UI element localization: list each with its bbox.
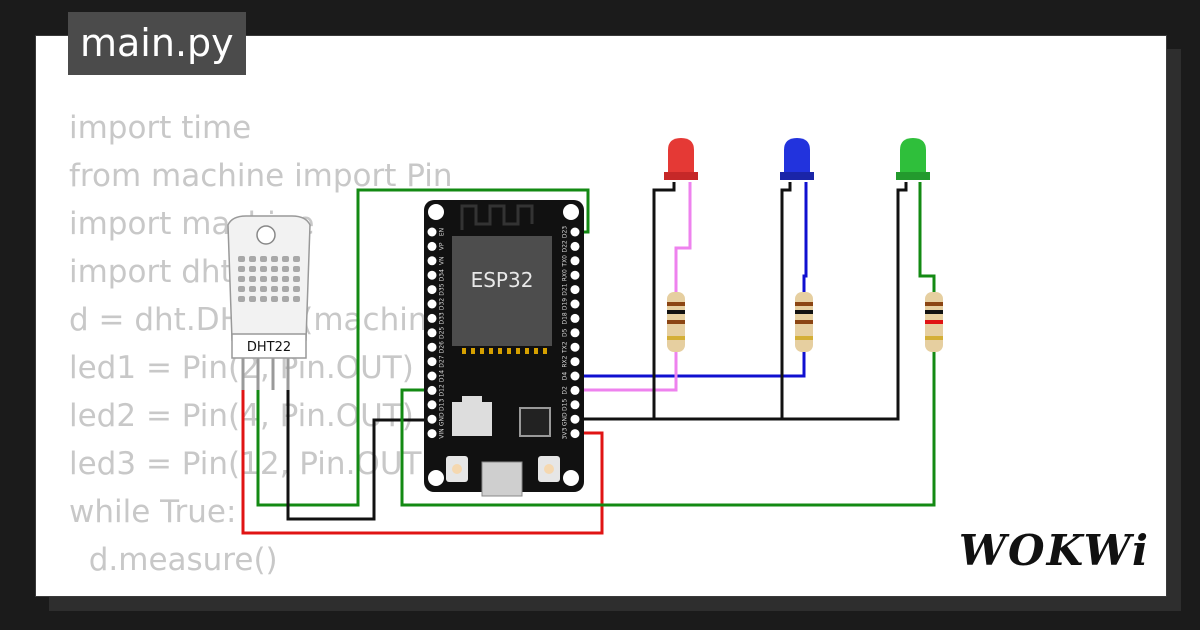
pin-label: D22 bbox=[562, 240, 569, 252]
pin-hole[interactable] bbox=[570, 385, 580, 395]
code-line: led1 = Pin(2, Pin.OUT) bbox=[69, 350, 414, 386]
dht22-sensor[interactable]: DHT22 bbox=[227, 215, 311, 390]
wire-pink-led-resistor bbox=[674, 182, 692, 292]
pin-label: D14 bbox=[439, 370, 446, 382]
pin-label: D4 bbox=[562, 372, 569, 381]
code-line: led2 = Pin(4, Pin.OUT) bbox=[69, 398, 414, 434]
pin-label: D32 bbox=[439, 298, 446, 310]
pin-hole[interactable] bbox=[570, 400, 580, 410]
pin-label: D21 bbox=[562, 283, 569, 295]
pin-hole[interactable] bbox=[427, 328, 437, 338]
pin-hole[interactable] bbox=[427, 270, 437, 280]
pin-label: VN bbox=[439, 257, 446, 266]
pin-hole[interactable] bbox=[570, 414, 580, 424]
pin-hole[interactable] bbox=[427, 299, 437, 309]
pin-hole[interactable] bbox=[427, 313, 437, 323]
dht22-label: DHT22 bbox=[247, 340, 291, 355]
pin-hole[interactable] bbox=[427, 385, 437, 395]
resistor-3[interactable] bbox=[925, 292, 943, 352]
pin-label: D15 bbox=[562, 398, 569, 410]
pin-label: D13 bbox=[439, 398, 446, 410]
wokwi-logo: WOKWi bbox=[958, 526, 1150, 575]
wire-black-sensor-gnd bbox=[286, 388, 432, 521]
wire-pink-d2 bbox=[575, 352, 678, 392]
pin-hole[interactable] bbox=[570, 227, 580, 237]
pin-label: D34 bbox=[439, 269, 446, 281]
file-title: main.py bbox=[68, 12, 246, 75]
pin-hole[interactable] bbox=[427, 227, 437, 237]
pin-label: GND bbox=[439, 412, 446, 426]
pin-label: D23 bbox=[562, 226, 569, 238]
pin-label: VIN bbox=[439, 428, 446, 438]
pin-hole[interactable] bbox=[570, 285, 580, 295]
pin-hole[interactable] bbox=[570, 270, 580, 280]
wires bbox=[241, 182, 936, 535]
wire-green-led3 bbox=[400, 352, 936, 507]
led-green[interactable] bbox=[896, 138, 930, 180]
code-line: import time bbox=[69, 110, 252, 146]
pin-label: TX2 bbox=[562, 341, 569, 354]
pin-hole[interactable] bbox=[427, 414, 437, 424]
wire-green-led-resistor bbox=[918, 182, 936, 292]
pin-label: VP bbox=[439, 242, 446, 250]
pin-hole[interactable] bbox=[427, 371, 437, 381]
wire-green-sensor-d23 bbox=[256, 188, 590, 507]
pin-hole[interactable] bbox=[427, 256, 437, 266]
pin-hole[interactable] bbox=[570, 371, 580, 381]
code-line: import dht bbox=[69, 254, 233, 290]
pin-hole[interactable] bbox=[427, 400, 437, 410]
pin-hole[interactable] bbox=[427, 357, 437, 367]
wire-blue-led-resistor bbox=[802, 182, 808, 292]
pin-hole[interactable] bbox=[427, 429, 437, 439]
esp32-board[interactable]: ESP32 ENVPVND34D35D32D33D25D26D27D14D12D… bbox=[424, 200, 584, 497]
pin-label: D27 bbox=[439, 355, 446, 367]
pin-hole[interactable] bbox=[570, 328, 580, 338]
pin-label: D25 bbox=[439, 326, 446, 338]
pin-label: RX0 bbox=[562, 269, 569, 281]
pin-label: GND bbox=[562, 412, 569, 426]
pin-hole[interactable] bbox=[570, 429, 580, 439]
pin-label: D5 bbox=[562, 328, 569, 337]
code-line: led3 = Pin(12, Pin.OUT) bbox=[69, 446, 434, 482]
resistor-1[interactable] bbox=[667, 292, 685, 352]
pin-hole[interactable] bbox=[427, 241, 437, 251]
wire-black-red-led bbox=[575, 182, 676, 421]
pin-label: D19 bbox=[562, 298, 569, 310]
led-red[interactable] bbox=[664, 138, 698, 180]
pin-label: 3V3 bbox=[562, 428, 569, 440]
pin-hole[interactable] bbox=[570, 241, 580, 251]
led-blue[interactable] bbox=[780, 138, 814, 180]
resistor-2[interactable] bbox=[795, 292, 813, 352]
code-line: while True: bbox=[69, 494, 237, 530]
wire-red-3v3 bbox=[241, 388, 604, 535]
pin-label: D12 bbox=[439, 384, 446, 396]
wire-black-green-led bbox=[575, 182, 908, 421]
pin-label: D35 bbox=[439, 283, 446, 295]
code-line: from machine import Pin bbox=[69, 158, 453, 194]
pin-label: D18 bbox=[562, 312, 569, 324]
pin-label: EN bbox=[439, 228, 446, 236]
pin-label: D2 bbox=[562, 386, 569, 395]
pin-hole[interactable] bbox=[570, 256, 580, 266]
pin-label: RX2 bbox=[562, 355, 569, 367]
pin-label: TX0 bbox=[562, 255, 569, 268]
code-line: d.measure() bbox=[69, 542, 278, 578]
pin-hole[interactable] bbox=[427, 285, 437, 295]
pin-hole[interactable] bbox=[570, 342, 580, 352]
pin-label: D26 bbox=[439, 341, 446, 353]
pin-hole[interactable] bbox=[570, 313, 580, 323]
pin-hole[interactable] bbox=[570, 299, 580, 309]
esp32-label: ESP32 bbox=[471, 268, 534, 292]
pin-label: D33 bbox=[439, 312, 446, 324]
wire-blue-d4 bbox=[575, 352, 806, 378]
pin-hole[interactable] bbox=[570, 357, 580, 367]
pin-hole[interactable] bbox=[427, 342, 437, 352]
